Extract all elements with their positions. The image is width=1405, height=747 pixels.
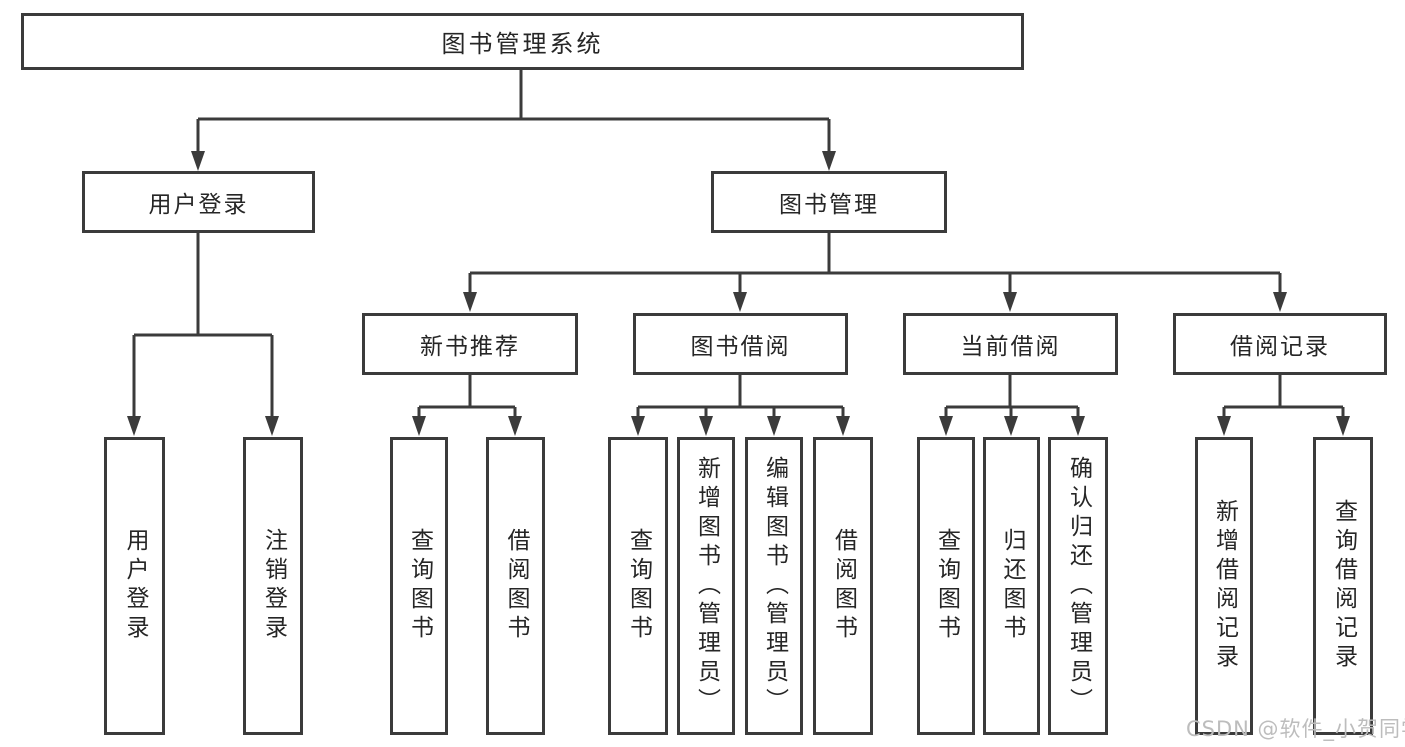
leaf-query-books-recommend: 查询图书 [390, 437, 448, 735]
leaf-return-books: 归还图书 [983, 437, 1040, 735]
node-book-management: 图书管理 [711, 171, 947, 233]
leaf-borrow-books: 借阅图书 [813, 437, 873, 735]
node-new-book-recommend: 新书推荐 [362, 313, 578, 375]
leaf-query-books-current: 查询图书 [917, 437, 975, 735]
leaf-query-books-borrow: 查询图书 [608, 437, 668, 735]
leaf-user-login: 用户登录 [104, 437, 165, 735]
node-current-borrow: 当前借阅 [903, 313, 1118, 375]
leaf-logout: 注销登录 [243, 437, 303, 735]
arrowheads [127, 151, 1350, 436]
node-book-borrow: 图书借阅 [633, 313, 848, 375]
leaf-confirm-return-admin: 确认归还（管理员） [1048, 437, 1108, 735]
node-user-login: 用户登录 [82, 171, 315, 233]
csdn-watermark: CSDN @软件_小贺同学 [1186, 717, 1405, 741]
leaf-borrow-books-recommend: 借阅图书 [486, 437, 545, 735]
leaf-add-books-admin: 新增图书（管理员） [677, 437, 735, 735]
node-borrow-records: 借阅记录 [1173, 313, 1387, 375]
leaf-edit-books-admin: 编辑图书（管理员） [745, 437, 803, 735]
leaf-query-borrow-record: 查询借阅记录 [1313, 437, 1373, 735]
leaf-add-borrow-record: 新增借阅记录 [1195, 437, 1253, 735]
node-root-system: 图书管理系统 [21, 13, 1024, 70]
